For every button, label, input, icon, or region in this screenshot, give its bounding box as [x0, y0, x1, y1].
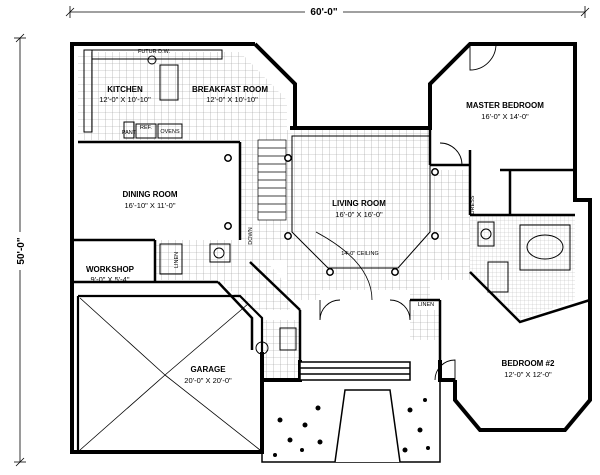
stairs [257, 139, 287, 221]
laundry-fixtures [159, 243, 297, 355]
landscaping [273, 398, 430, 457]
left-dimension-label-bg [13, 232, 27, 270]
workshop-size: 9'-0" X 5'-4" [90, 275, 129, 284]
ref-label: REF. [140, 125, 152, 131]
futur-dw-label: FUTUR D.W. [138, 49, 171, 55]
breakfast-name: BREAKFAST ROOM [192, 85, 268, 94]
ensuite-fixtures [477, 221, 571, 293]
kitchen-name: KITCHEN [107, 85, 143, 94]
garage-walls [76, 294, 264, 452]
master-size: 16'-0" X 14'-0" [481, 112, 529, 121]
ovens-label: OVENS [160, 129, 180, 135]
bedroom2-name: BEDROOM #2 [502, 359, 555, 368]
tile-floors [78, 52, 575, 380]
kitchen-counters [83, 49, 223, 139]
top-dimension-label-bg [305, 4, 343, 18]
width-dimension-text: 60'-0" [310, 7, 337, 18]
living-name: LIVING ROOM [332, 199, 386, 208]
dress-label: DRESS [470, 195, 476, 214]
master-name: MASTER BEDROOM [466, 101, 544, 110]
bedroom2-size: 12'-0" X 12'-0" [504, 370, 552, 379]
garage-roof-lines [79, 297, 261, 451]
down-label: DOWN [248, 227, 254, 244]
depth-dimension-text: 50'-0" [16, 237, 27, 264]
pant-label: PANT [122, 130, 137, 136]
living-room-octagon [291, 135, 431, 269]
dining-size: 16'-10" X 11'-0" [125, 201, 176, 210]
porch [261, 361, 441, 463]
garage-name: GARAGE [190, 365, 226, 374]
ceiling-label: 14'-0" CEILING [341, 251, 379, 257]
dining-name: DINING ROOM [122, 190, 177, 199]
garage-size: 20'-0" X 20'-0" [184, 376, 232, 385]
living-size: 16'-0" X 16'-0" [335, 210, 383, 219]
workshop-name: WORKSHOP [86, 265, 135, 274]
doors [319, 43, 497, 381]
linen-closet-label: LINEN [174, 252, 180, 268]
ceiling-arc [315, 231, 373, 301]
columns [224, 154, 439, 276]
breakfast-size: 12'-0" X 10'-10" [206, 95, 258, 104]
linen-label: LINEN [418, 302, 434, 308]
kitchen-size: 12'-0" X 10'-10" [99, 95, 151, 104]
